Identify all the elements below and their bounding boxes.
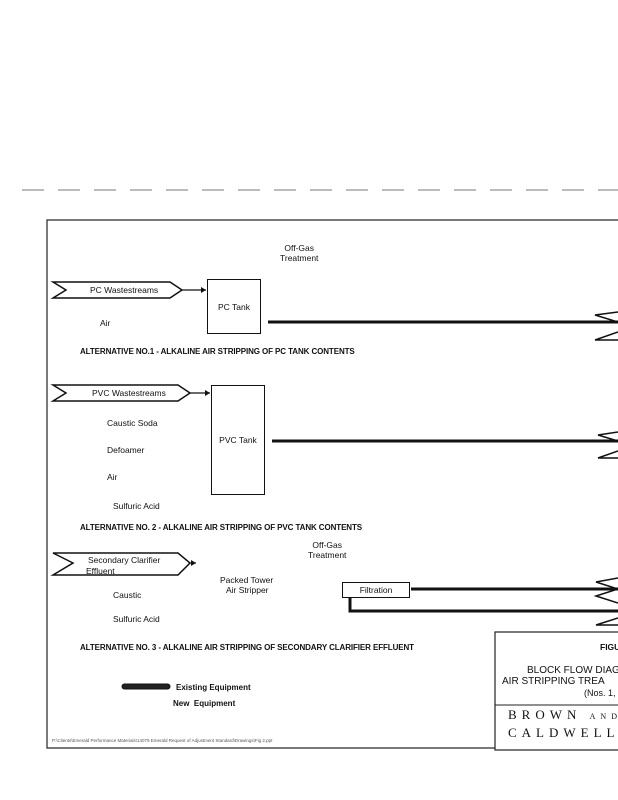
legend-new: New Equipment xyxy=(173,699,236,708)
chem-label: Defoamer xyxy=(107,445,145,455)
alt2-title: ALTERNATIVE NO. 2 - ALKALINE AIR STRIPPI… xyxy=(80,523,363,532)
figure-number: FIGU xyxy=(600,642,618,652)
file-path: P:\Clients\Emerald Performance Materials… xyxy=(52,738,273,743)
alt3-offgas-label: Off-Gas Treatment xyxy=(308,540,347,560)
chem-label: Caustic Soda xyxy=(107,418,158,428)
alt3-title: ALTERNATIVE NO. 3 - ALKALINE AIR STRIPPI… xyxy=(80,643,414,652)
stripper-label-1: Packed Tower xyxy=(220,575,274,585)
alt1-title: ALTERNATIVE NO.1 - ALKALINE AIR STRIPPIN… xyxy=(80,347,355,356)
alt3-input-label-1: Secondary Clarifier xyxy=(88,555,161,565)
sulfuric-acid-label: Sulfuric Acid xyxy=(113,614,160,624)
caustic-label: Caustic xyxy=(113,590,142,600)
pc-tank-label: PC Tank xyxy=(218,301,250,312)
filtration-label: Filtration xyxy=(359,585,393,595)
pc-tank: PC Tank xyxy=(207,279,261,334)
brand-logo: BROWN AND xyxy=(508,707,617,722)
brand-logo-2: CALDWELL xyxy=(508,725,618,740)
chem-label: Air xyxy=(107,472,118,482)
pc-input-chevron xyxy=(50,281,184,299)
pvc-input-chevron xyxy=(50,384,192,402)
title-line-3: (Nos. 1, xyxy=(584,688,616,698)
alt3-input-label-2: Effluent xyxy=(86,566,115,576)
alt1-air-label: Air xyxy=(100,318,111,328)
pvc-tank: PVC Tank xyxy=(211,385,265,495)
frame-border xyxy=(46,219,618,749)
alt1-input-label: PC Wastestreams xyxy=(90,285,159,295)
title-line-2: AIR STRIPPING TREA xyxy=(502,676,605,687)
alt1-offgas-label: Off-Gas Treatment xyxy=(280,243,319,263)
stripper-label-2: Air Stripper xyxy=(226,585,269,595)
clarifier-input-chevron xyxy=(50,552,192,576)
legend-existing: Existing Equipment xyxy=(176,683,251,692)
title-line-1: BLOCK FLOW DIAG xyxy=(527,665,618,676)
filtration-box: Filtration xyxy=(342,582,410,598)
pvc-tank-label: PVC Tank xyxy=(219,435,257,445)
alt2-input-label: PVC Wastestreams xyxy=(92,388,166,398)
existing-equipment-symbol xyxy=(121,683,171,690)
chem-label: Sulfuric Acid xyxy=(113,501,160,511)
